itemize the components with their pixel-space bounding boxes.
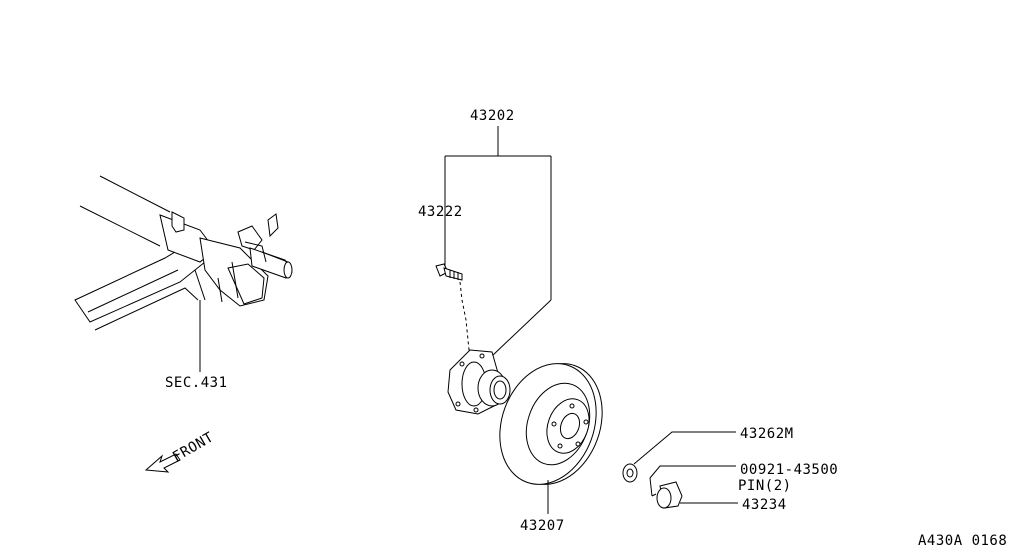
bolt-path (459, 281, 471, 361)
hub-cap (656, 481, 683, 509)
pin-number-label: 00921-43500 (740, 462, 838, 478)
rear-axle-beam (74, 175, 293, 331)
pin-qty-label: PIN(2) (738, 478, 792, 494)
disc-rotor-label: 43207 (520, 518, 565, 534)
front-label: FRONT (170, 429, 217, 465)
pin (649, 477, 657, 497)
figure-id: A430A 0168 (918, 533, 1007, 549)
hub-cap-label: 43234 (742, 497, 787, 513)
disc-rotor (499, 363, 603, 485)
hub-nut-label: 43262M (740, 426, 794, 442)
hub-bolt-label: 43222 (418, 204, 463, 220)
hub-assembly-bracket (444, 126, 552, 357)
sec431-label: SEC.431 (165, 375, 228, 391)
pin-leader (649, 465, 736, 479)
hub-assembly (447, 349, 511, 415)
hub-bolt (435, 263, 463, 281)
front-arrow-icon (144, 453, 181, 473)
hub-nut-leader (633, 431, 736, 465)
hub-nut (622, 463, 638, 483)
hub-assembly-label: 43202 (470, 108, 515, 124)
